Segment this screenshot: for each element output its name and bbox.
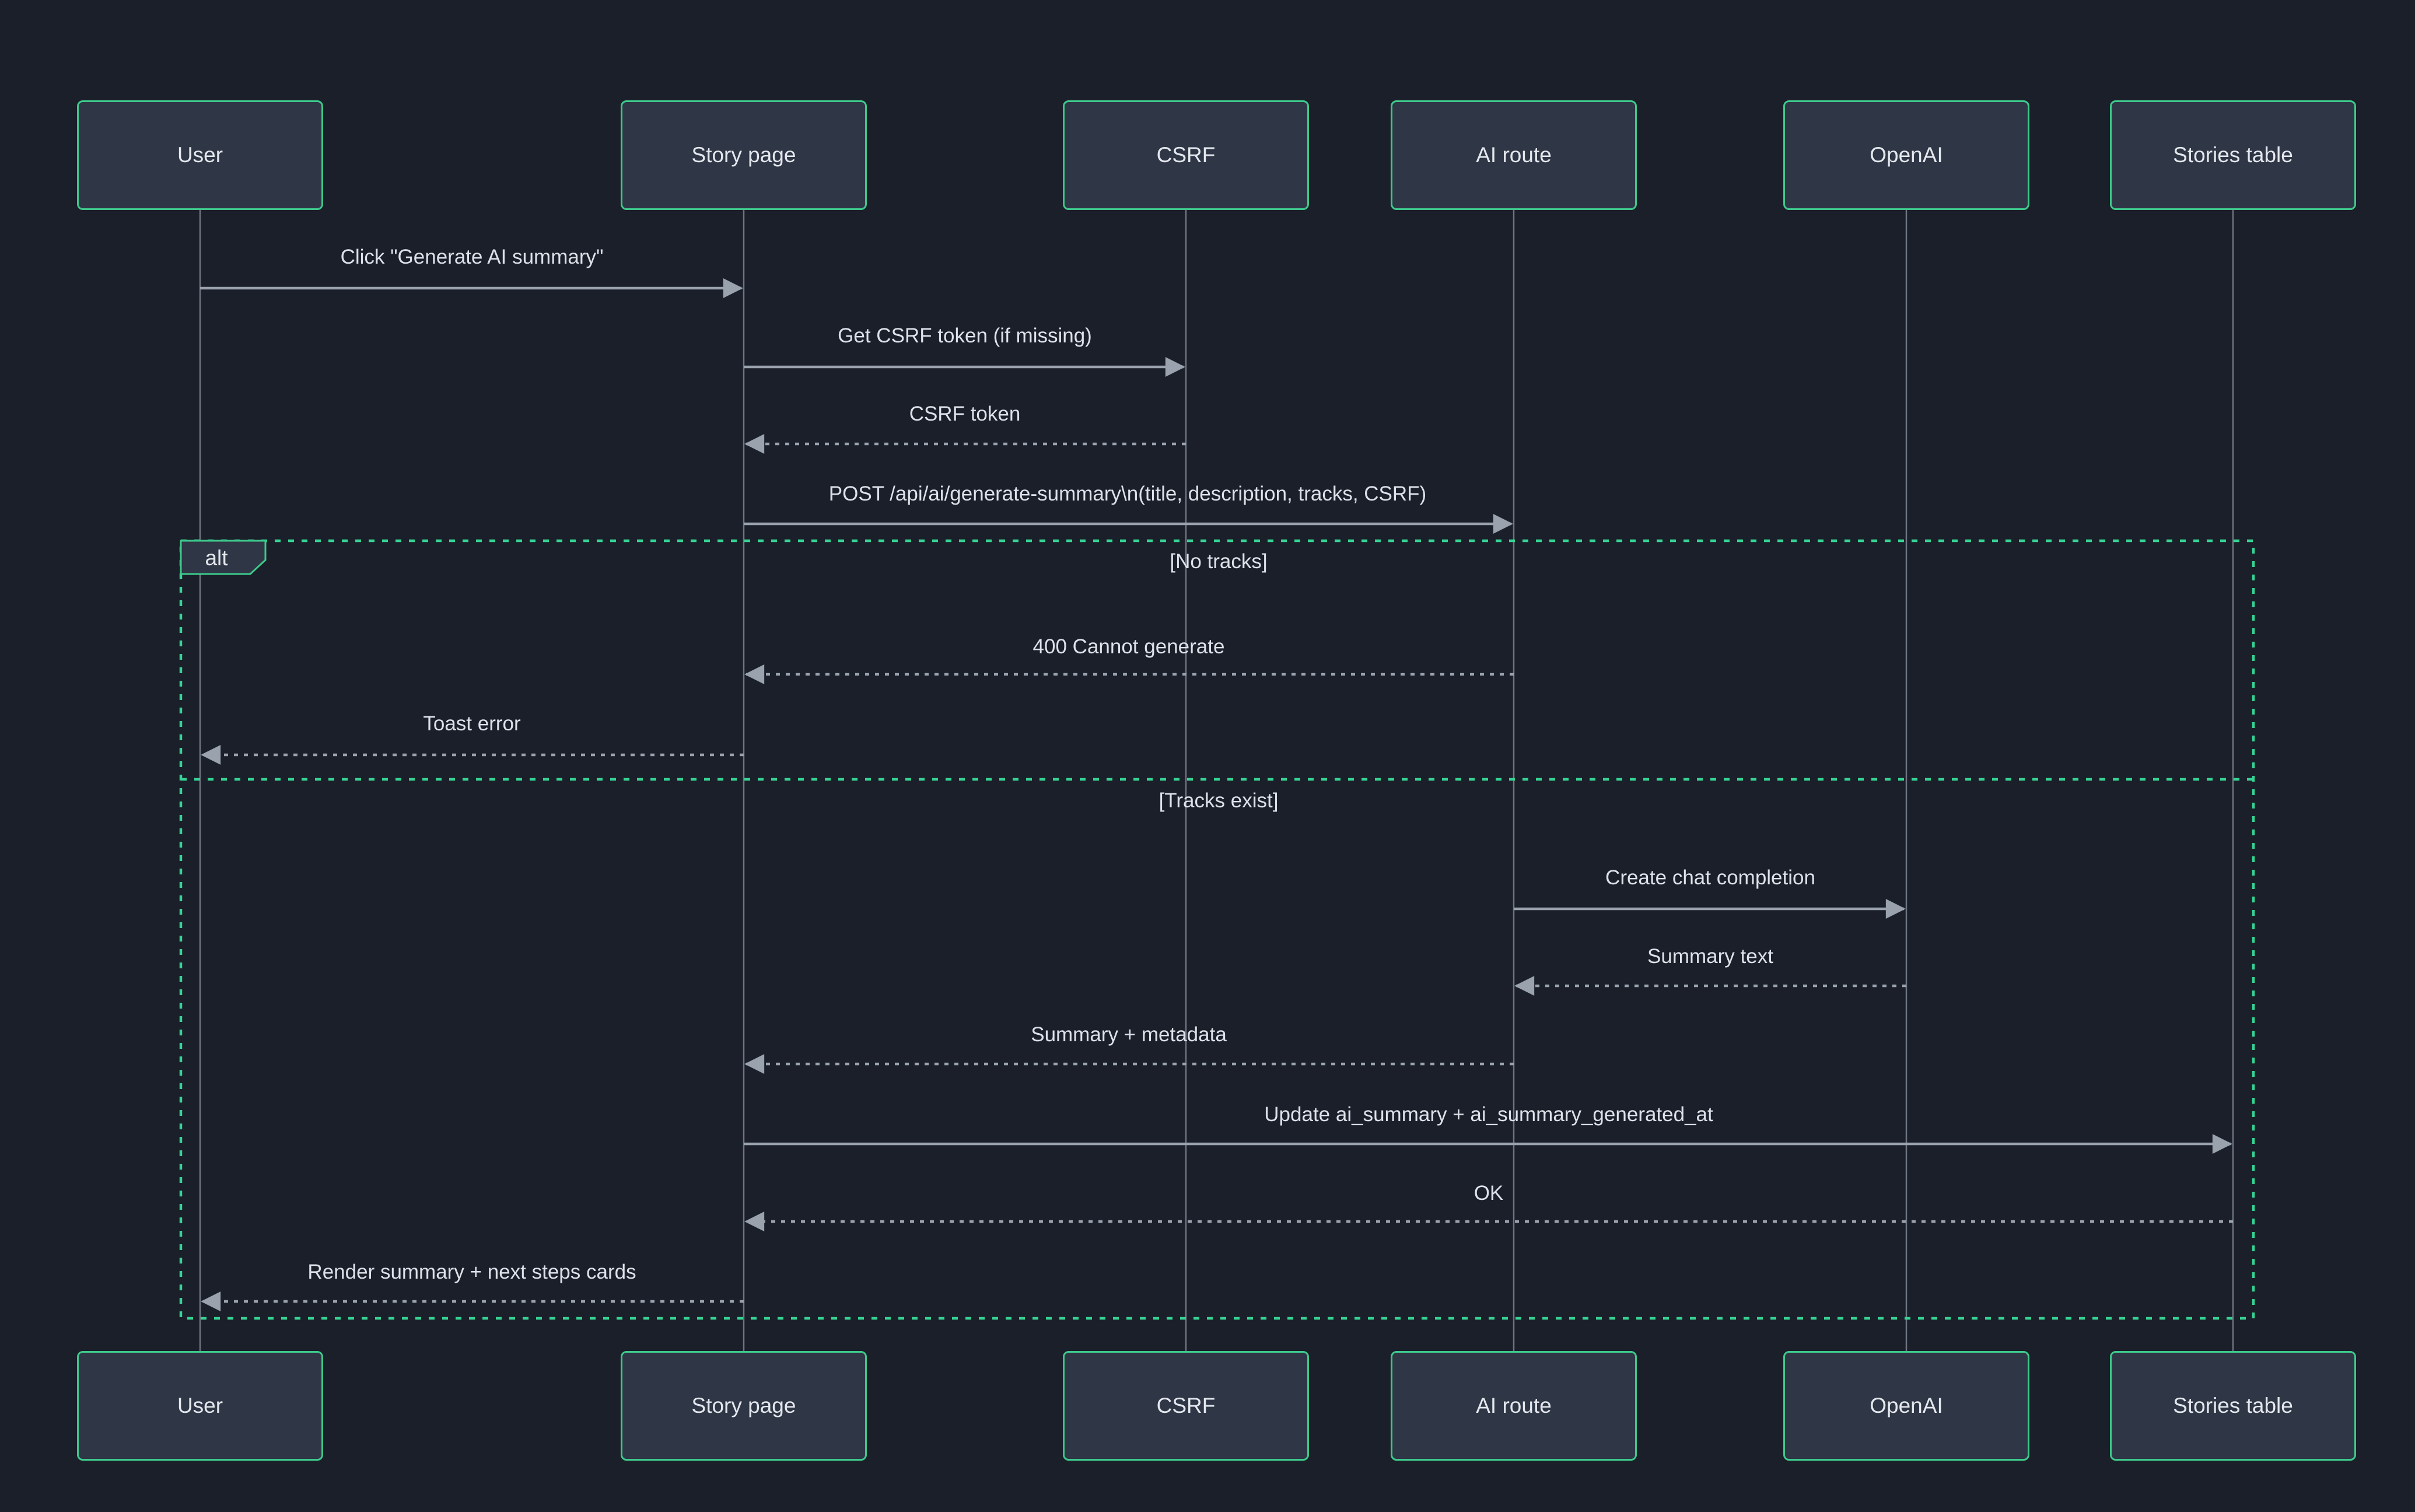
message-post-generate-summary: POST /api/ai/generate-summary\n(title, d… (828, 482, 1427, 505)
actor-label: CSRF (1156, 1394, 1216, 1418)
message-update-ai-summary: Update ai_summary + ai_summary_generated… (1264, 1103, 1713, 1126)
actor-box-csrf-bottom: CSRF (1063, 1351, 1309, 1461)
actor-label: Story page (691, 143, 796, 167)
message-csrf-token: CSRF token (909, 402, 1021, 425)
actor-box-story-page-bottom: Story page (621, 1351, 867, 1461)
actor-label: OpenAI (1870, 1394, 1943, 1418)
actor-label: Stories table (2173, 1394, 2293, 1418)
actor-label: CSRF (1156, 143, 1216, 167)
actor-label: AI route (1476, 1394, 1552, 1418)
actor-box-stories-table-bottom: Stories table (2110, 1351, 2356, 1461)
message-arrows (200, 278, 2233, 1311)
actor-box-stories-table-top: Stories table (2110, 100, 2356, 210)
actor-label: AI route (1476, 143, 1552, 167)
actor-label: User (177, 143, 223, 167)
actor-box-ai-route-top: AI route (1391, 100, 1637, 210)
message-400-cannot-generate: 400 Cannot generate (1032, 635, 1225, 658)
guard-tracks-exist: [Tracks exist] (1158, 789, 1279, 812)
actor-label: User (177, 1394, 223, 1418)
message-summary-text: Summary text (1647, 945, 1773, 968)
guard-no-tracks: [No tracks] (1170, 550, 1268, 573)
message-create-chat-completion: Create chat completion (1605, 866, 1815, 889)
actor-label: Stories table (2173, 143, 2293, 167)
actor-box-openai-top: OpenAI (1783, 100, 2029, 210)
message-click-generate-ai-summary: Click "Generate AI summary" (340, 246, 604, 268)
message-toast-error: Toast error (423, 712, 521, 735)
actor-box-story-page-top: Story page (621, 100, 867, 210)
actor-box-openai-bottom: OpenAI (1783, 1351, 2029, 1461)
alt-frame (179, 539, 2255, 1320)
message-get-csrf-token: Get CSRF token (if missing) (838, 324, 1092, 347)
actor-label: Story page (691, 1394, 796, 1418)
lifelines (199, 210, 2234, 1351)
message-ok: OK (1474, 1182, 1504, 1205)
actor-box-csrf-top: CSRF (1063, 100, 1309, 210)
message-summary-metadata: Summary + metadata (1031, 1023, 1227, 1046)
actor-box-ai-route-bottom: AI route (1391, 1351, 1637, 1461)
message-render-summary-cards: Render summary + next steps cards (307, 1261, 636, 1283)
alt-label-tab (180, 540, 267, 575)
actor-label: OpenAI (1870, 143, 1943, 167)
actor-box-user-bottom: User (77, 1351, 323, 1461)
actor-box-user-top: User (77, 100, 323, 210)
alt-frame-title: alt (205, 546, 228, 570)
